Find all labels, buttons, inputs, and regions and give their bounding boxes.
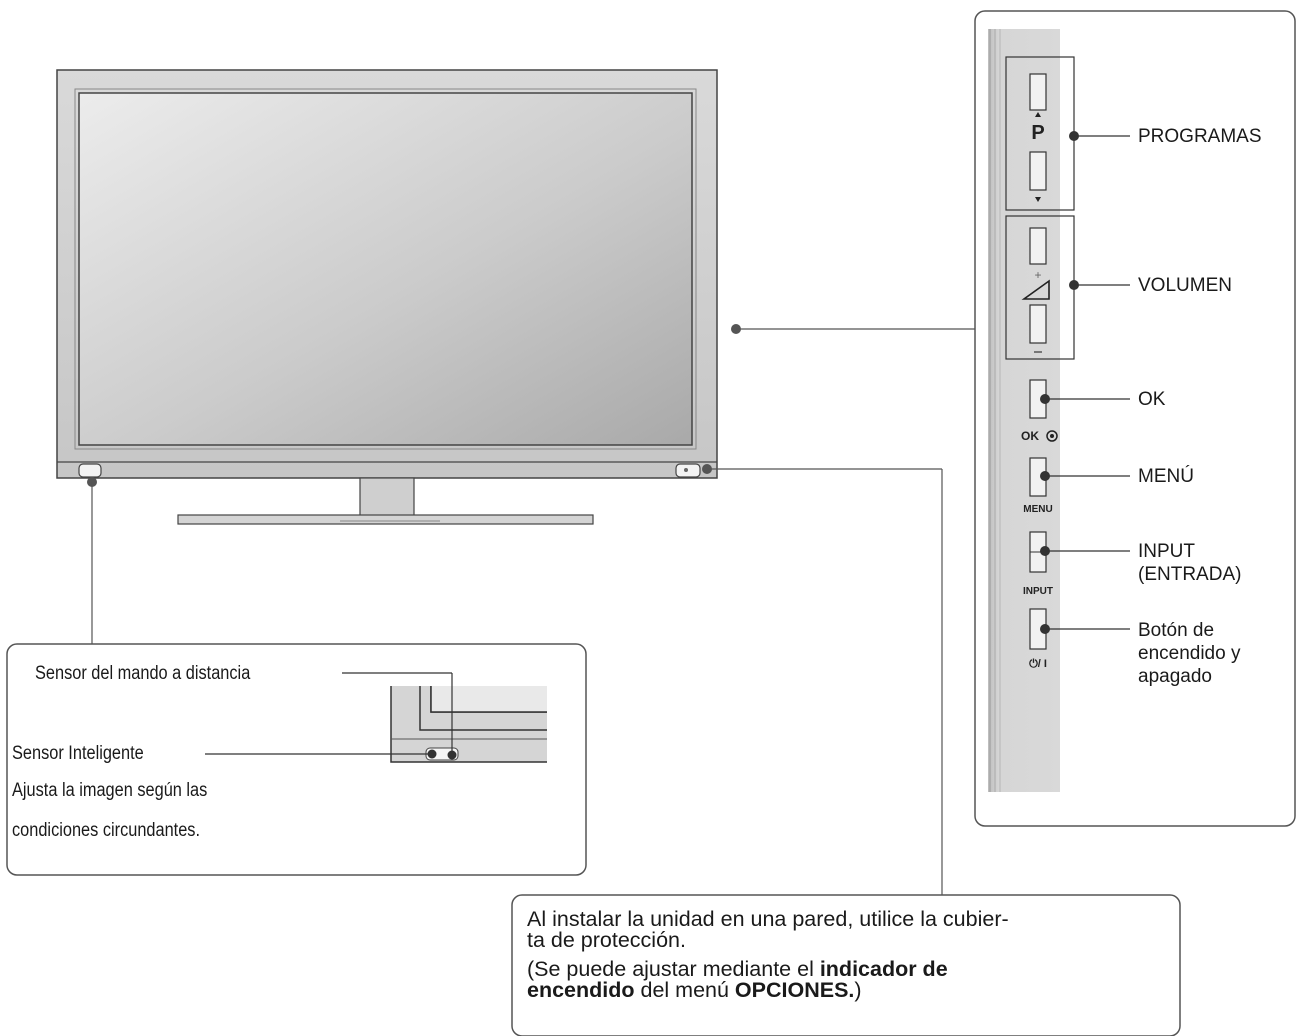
sensor-description-1: Ajusta la imagen según las: [12, 780, 208, 801]
tv-screen: [78, 92, 693, 446]
label-power-2: encendido y: [1138, 643, 1241, 664]
note-box: [511, 894, 1181, 1036]
label-smart-sensor: Sensor Inteligente: [12, 743, 144, 764]
indicator-connector: [702, 464, 943, 895]
label-power-3: apagado: [1138, 666, 1212, 687]
label-power-1: Botón de: [1138, 620, 1215, 641]
label-menu: MENÚ: [1138, 466, 1194, 487]
note-line-2: ta de protección.: [527, 928, 686, 952]
program-down-button[interactable]: [1029, 151, 1047, 191]
side-connector: [731, 324, 988, 334]
menu-mark: MENU: [1023, 504, 1052, 515]
sensor-leader-lines: [205, 672, 457, 760]
sensor-connector: [87, 477, 97, 644]
label-programas: PROGRAMAS: [1138, 126, 1262, 147]
program-up-button[interactable]: [1029, 73, 1047, 111]
volume-icon: [1021, 279, 1050, 300]
note-line-3: (Se puede ajustar mediante el indicador …: [527, 957, 948, 981]
program-mark: P: [1031, 122, 1044, 144]
ok-mark: OK: [1021, 429, 1039, 443]
power-mark: ⏻/ I: [1029, 657, 1047, 670]
side-panel-strip: [988, 29, 1060, 792]
note-line-3-bold: indicador de: [819, 957, 948, 981]
tv-illustration: [56, 69, 718, 525]
plus-icon: +: [1034, 268, 1041, 282]
callout-lines: [1040, 131, 1130, 634]
volume-down-button[interactable]: [1029, 304, 1047, 344]
label-input-entrada: (ENTRADA): [1138, 564, 1242, 585]
input-mark: INPUT: [1023, 586, 1053, 597]
tv-stand-neck: [359, 477, 415, 517]
tv-stand-base: [177, 514, 594, 525]
note-bold-opciones: OPCIONES.: [734, 978, 855, 1002]
label-remote-sensor: Sensor del mando a distancia: [35, 663, 251, 684]
note-line-4: encendido del menú OPCIONES.): [527, 978, 862, 1002]
power-indicator-window: [675, 463, 701, 478]
note-line-4-text: del menú: [634, 978, 735, 1002]
note-bold-encendido: encendido: [527, 978, 635, 1002]
label-volumen: VOLUMEN: [1138, 275, 1232, 296]
label-ok: OK: [1138, 389, 1166, 410]
sensor-zoom-illustration: [390, 686, 547, 763]
note-line-4-close: ): [854, 978, 862, 1002]
smart-sensor-window: [78, 463, 102, 478]
ok-dot-icon: [1046, 430, 1058, 442]
sensor-description-2: condiciones circundantes.: [12, 820, 201, 841]
volume-up-button[interactable]: [1029, 227, 1047, 265]
label-input: INPUT: [1138, 541, 1195, 562]
note-line-3-text: (Se puede ajustar mediante el: [527, 957, 820, 981]
note-line-1: Al instalar la unidad en una pared, util…: [527, 907, 1009, 931]
